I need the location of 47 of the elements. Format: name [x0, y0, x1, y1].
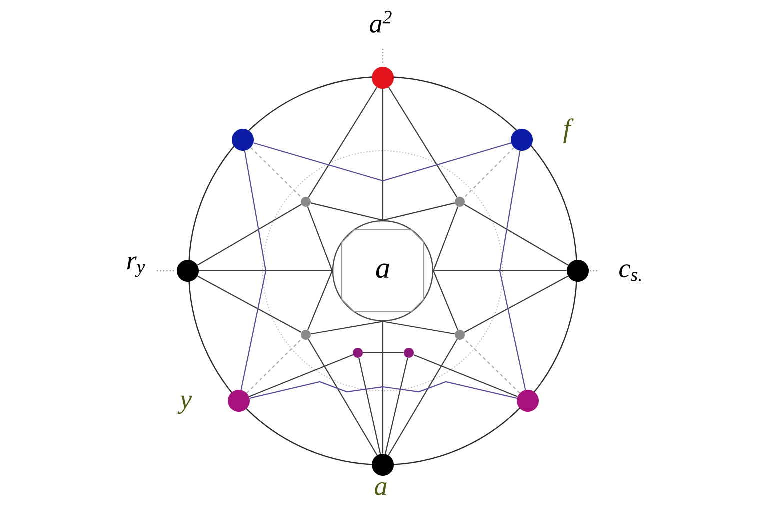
dot: [517, 390, 539, 412]
dot: [301, 197, 311, 207]
connector-line: [363, 352, 404, 354]
dot: [232, 129, 254, 151]
point-label: c$_{s.}$: [620, 264, 642, 282]
connector-line: [307, 270, 333, 330]
connector-line: [499, 150, 526, 390]
connector-line: [464, 204, 569, 266]
connector-line: [198, 276, 302, 333]
connector-line: [388, 339, 458, 456]
point-label: f: [564, 118, 574, 144]
connector-line: [249, 354, 354, 398]
connector-line: [307, 206, 333, 272]
dashed-line: [463, 148, 514, 199]
connector-line: [254, 142, 512, 182]
connector-line: [433, 206, 459, 272]
connector-line: [385, 358, 408, 454]
connector-line: [388, 87, 458, 198]
connector-line: [434, 270, 567, 272]
dashed-line: [250, 147, 303, 199]
connector-line: [382, 321, 455, 335]
connector-line: [240, 150, 267, 390]
point-label: a$^{2}$: [370, 11, 392, 33]
connector-line: [382, 202, 456, 221]
connector-line: [382, 89, 384, 220]
connector-line: [414, 354, 518, 398]
connector-line: [382, 322, 384, 454]
point-label: y: [178, 396, 192, 414]
dot: [301, 330, 311, 340]
point-label: r$_{y}$: [127, 256, 146, 278]
connector-line: [308, 339, 378, 456]
connector-line: [358, 358, 382, 454]
connector-line: [310, 202, 384, 221]
connector-line: [250, 381, 518, 400]
connector-line: [464, 276, 568, 333]
dot: [404, 348, 414, 358]
connector-line: [199, 270, 332, 272]
point-label: a: [375, 482, 387, 496]
connector-line: [433, 270, 459, 330]
dashed-line: [246, 338, 303, 394]
dot: [455, 330, 465, 340]
connector-line: [308, 87, 378, 198]
dot: [455, 197, 465, 207]
dot: [353, 348, 363, 358]
connector-line: [311, 321, 384, 335]
dashed-line: [463, 338, 520, 394]
connector-line: [197, 204, 302, 266]
